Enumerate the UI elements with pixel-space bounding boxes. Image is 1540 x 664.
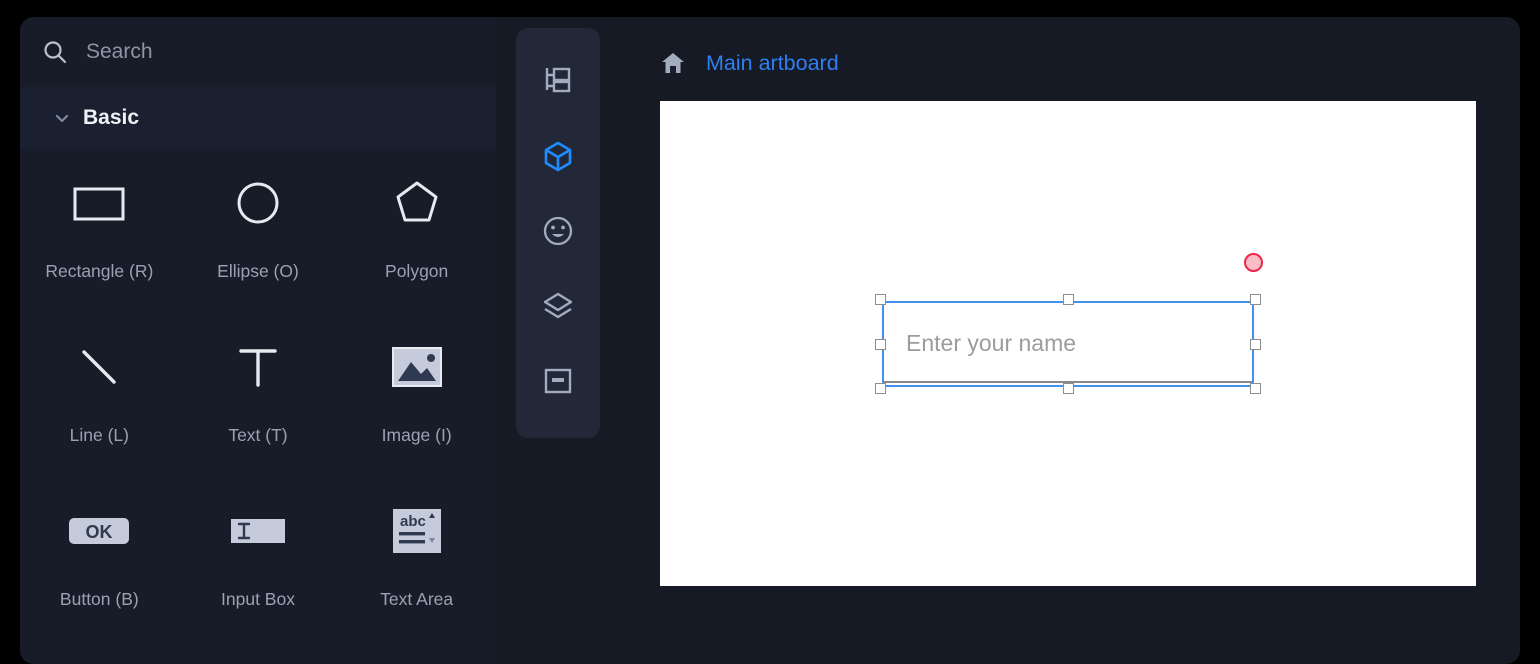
tool-label: Polygon [385,261,449,281]
search-icon [42,39,68,65]
tool-label: Input Box [221,589,295,609]
svg-text:abc: abc [400,513,426,530]
search-input[interactable] [86,40,416,64]
resize-handle-top-center[interactable] [1062,294,1074,305]
smiley-face-icon[interactable] [532,205,584,257]
tool-text[interactable]: Text (T) [179,331,338,495]
line-icon [63,331,135,403]
breadcrumb: Main artboard [660,50,839,76]
app-window: Basic Rectangle (R) Ellipse (O [20,17,1520,664]
resize-handle-middle-left[interactable] [875,338,886,350]
resize-handle-middle-right[interactable] [1250,338,1261,350]
image-icon [381,331,453,403]
tool-label: Text (T) [228,425,288,445]
ellipse-icon [222,167,294,239]
resize-handle-bottom-center[interactable] [1062,383,1074,394]
tool-label: Text Area [380,589,454,609]
rectangle-icon [63,167,135,239]
layers-icon[interactable] [532,280,584,332]
section-header-basic[interactable]: Basic [20,87,496,149]
section-label: Basic [83,106,140,129]
tool-ellipse[interactable]: Ellipse (O) [179,167,338,331]
resize-handle-top-left[interactable] [875,294,886,305]
red-circle-cursor-icon [1244,253,1263,272]
chevron-down-icon [54,110,70,126]
tool-label: Line (L) [69,425,129,445]
svg-text:OK: OK [86,522,113,542]
selection-bounding-box [882,301,1254,387]
tool-label: Rectangle (R) [45,261,154,281]
tool-label: Button (B) [59,589,139,609]
left-sidebar: Basic Rectangle (R) Ellipse (O [20,17,496,664]
canvas-element-input-box[interactable]: Enter your name [875,294,1261,394]
vertical-toolbar [516,28,600,438]
text-area-icon: abc [381,495,453,567]
panel-frame-icon[interactable] [532,355,584,407]
tool-polygon[interactable]: Polygon [337,167,496,331]
home-icon[interactable] [660,50,686,76]
button-icon: OK [63,495,135,567]
input-underline [882,381,1254,383]
tool-text-area[interactable]: abc Text Area [337,495,496,659]
input-placeholder-text: Enter your name [906,330,1077,356]
input-box-icon [222,495,294,567]
tool-rectangle[interactable]: Rectangle (R) [20,167,179,331]
tool-image[interactable]: Image (I) [337,331,496,495]
tool-button[interactable]: OK Button (B) [20,495,179,659]
tool-input-box[interactable]: Input Box [179,495,338,659]
tool-label: Ellipse (O) [217,261,299,281]
main-area: Main artboard Enter your name [600,17,1520,664]
resize-handle-top-right[interactable] [1250,294,1261,305]
artboard-canvas[interactable]: Enter your name [660,101,1476,586]
tool-grid: Rectangle (R) Ellipse (O) Polygon [20,149,496,664]
search-bar[interactable] [20,17,496,87]
breadcrumb-item-main-artboard[interactable]: Main artboard [706,50,839,75]
resize-handle-bottom-left[interactable] [875,383,886,394]
outline-tree-icon[interactable] [532,55,584,107]
components-cube-icon[interactable] [532,130,584,182]
resize-handle-bottom-right[interactable] [1250,383,1261,394]
tool-label: Image (I) [381,425,452,445]
text-icon [222,331,294,403]
polygon-icon [381,167,453,239]
tool-line[interactable]: Line (L) [20,331,179,495]
